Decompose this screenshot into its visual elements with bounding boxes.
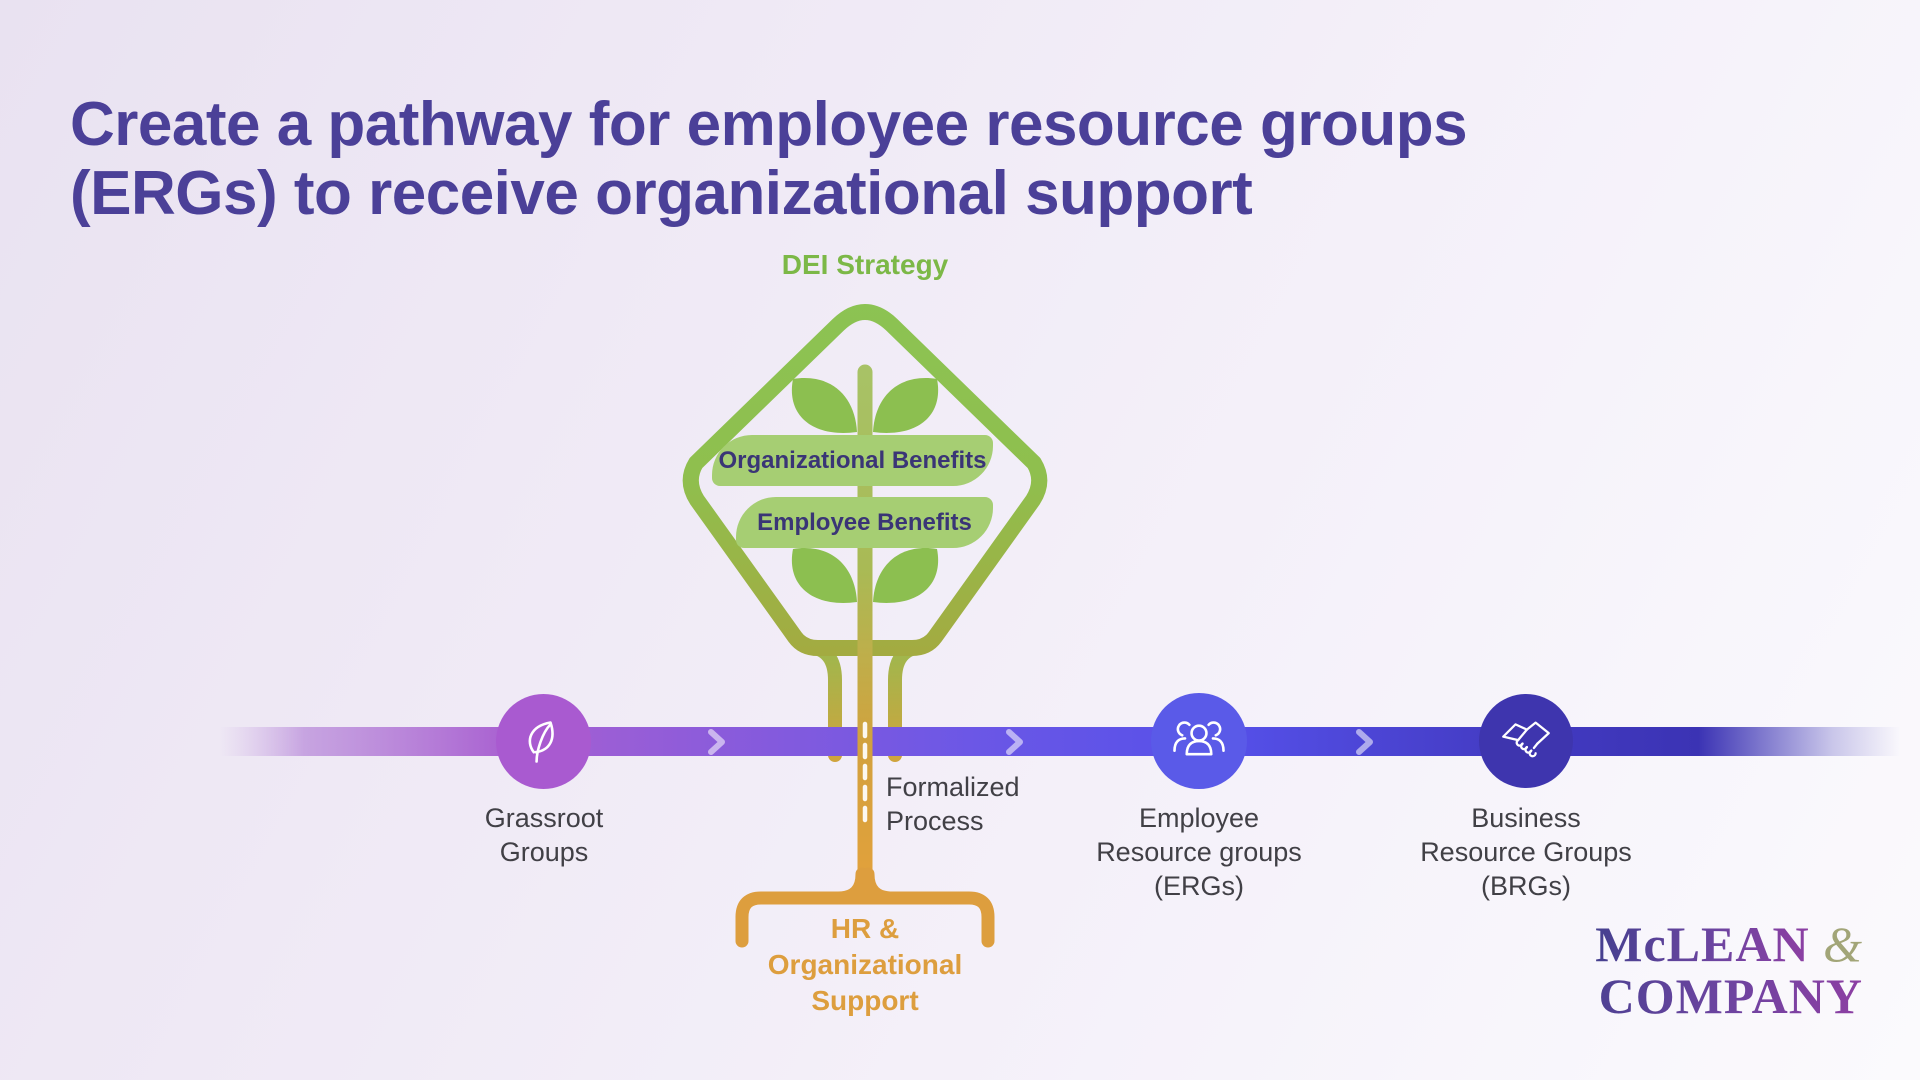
stage-label-line: (BRGs)	[1481, 871, 1571, 901]
stage-label-line: Business	[1471, 803, 1581, 833]
stage-label-line: Employee	[1138, 803, 1260, 833]
stage-label-business-resource-groups: Business Resource Groups (BRGs)	[1376, 801, 1676, 903]
logo-ampersand: &	[1823, 916, 1863, 972]
page-title-line2: (ERGs) to receive organizational support	[70, 158, 1253, 228]
support-bracket-fillet-left	[831, 867, 869, 905]
banner-employee-benefits: Employee Benefits	[736, 497, 993, 548]
banner-organizational-benefits: Organizational Benefits	[712, 435, 993, 486]
stage-label-line: Process	[886, 806, 984, 836]
hr-support-line: HR &	[830, 913, 900, 944]
stage-label-line: Groups	[499, 837, 589, 867]
handshake-icon	[1502, 721, 1550, 758]
people-icon	[1173, 721, 1225, 756]
chevron-right-icon	[1003, 728, 1027, 756]
hr-support-line: Support	[811, 985, 919, 1016]
page-title: Create a pathway for employee resource g…	[70, 90, 1800, 228]
stage-label-line: (ERGs)	[1154, 871, 1244, 901]
dei-strategy-label: DEI Strategy	[781, 249, 949, 280]
tree-leaf-top-right	[873, 378, 939, 433]
support-bracket	[735, 891, 995, 948]
stage-label-line: Resource groups	[1096, 837, 1302, 867]
stage-label-line: Formalized	[886, 772, 1020, 802]
stage-label-formalized-process: Formalized Process	[886, 770, 1166, 838]
mclean-company-logo: McLEAN & COMPANY	[1553, 918, 1863, 1022]
stage-circle-employee-resource-groups	[1151, 693, 1247, 789]
stage-circle-business-resource-groups	[1479, 694, 1573, 788]
stage-label-grassroot-groups: Grassroot Groups	[394, 801, 694, 869]
hr-support-line: Organizational	[767, 949, 963, 980]
tree-leaf-bottom-right	[873, 548, 939, 603]
timeline-bar	[220, 727, 1900, 756]
tree-leaf-top-left	[791, 378, 857, 433]
leaf-icon	[528, 720, 554, 763]
banner-organizational-benefits-label: Organizational Benefits	[718, 446, 987, 474]
logo-line1: McLEAN &	[1553, 918, 1863, 970]
hr-organizational-support-label: HR & Organizational Support	[715, 911, 1015, 1019]
chevron-right-icon	[705, 728, 729, 756]
logo-line2: COMPANY	[1553, 970, 1863, 1022]
page-title-line1: Create a pathway for employee resource g…	[70, 89, 1468, 159]
tree-leaf-bottom-left	[791, 548, 857, 603]
support-bracket-fillet-right	[861, 867, 899, 905]
stage-label-line: Grassroot	[484, 803, 604, 833]
logo-name: McLEAN	[1595, 916, 1810, 972]
pentagon-outline	[682, 304, 1048, 656]
stage-label-line: Resource Groups	[1420, 837, 1632, 867]
stage-label-employee-resource-groups: Employee Resource groups (ERGs)	[1049, 801, 1349, 903]
banner-employee-benefits-label: Employee Benefits	[757, 508, 972, 536]
chevron-right-icon	[1353, 728, 1377, 756]
stage-circle-grassroot-groups	[496, 694, 591, 789]
